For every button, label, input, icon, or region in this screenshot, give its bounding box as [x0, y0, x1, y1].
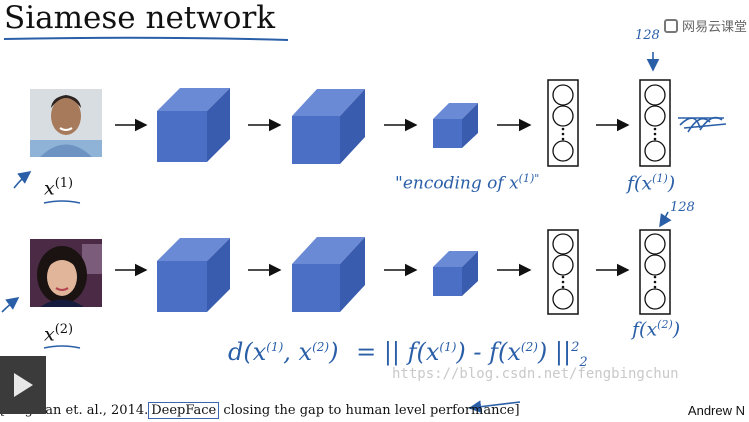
- hand-arrow: [468, 400, 521, 414]
- hand-underline: [43, 200, 81, 204]
- conv-cube-6: [433, 251, 478, 296]
- input-label-1: x(1): [44, 176, 74, 200]
- play-icon: [14, 373, 33, 397]
- play-button[interactable]: [0, 356, 46, 414]
- input-label-2: x(2): [44, 322, 74, 346]
- top-row: [13, 52, 727, 204]
- encoding-annotation: "encoding of x(1)": [395, 172, 540, 194]
- hand-underline: [43, 345, 81, 349]
- blog-url-watermark: https://blog.csdn.net/fengbingchun: [392, 366, 679, 382]
- input-photo-2: [30, 239, 102, 307]
- conv-cube-2: [292, 89, 365, 164]
- distance-formula: d(x(1), x(2)) = || f(x(1)) - f(x(2)) ||2…: [228, 338, 588, 370]
- encoding-layer-2: [639, 229, 671, 315]
- fc-layer-2: [547, 229, 579, 315]
- hand-scribble: [678, 116, 727, 133]
- output-label-2: f(x(2)): [632, 318, 681, 341]
- output-label-1: f(x(1)): [627, 172, 676, 195]
- deepface-highlight: DeepFace: [148, 402, 220, 419]
- hand-arrow: [1, 297, 20, 313]
- netease-logo-icon: [663, 18, 678, 33]
- conv-cube-3: [433, 103, 478, 148]
- watermark-text: 网易云课堂: [681, 20, 747, 35]
- dim-annotation-1: 128: [635, 28, 660, 43]
- conv-cube-5: [292, 237, 365, 312]
- dim-annotation-2: 128: [670, 200, 695, 215]
- fc-layer-1: [547, 79, 579, 167]
- conv-cube-1: [157, 88, 230, 162]
- author-name: Andrew N: [687, 403, 745, 418]
- encoding-layer-1: [639, 79, 671, 167]
- conv-cube-4: [157, 238, 230, 312]
- bottom-row: [1, 211, 672, 414]
- title-underline: [3, 36, 289, 41]
- hand-arrow: [13, 171, 32, 189]
- citation: [Taigman et. al., 2014.DeepFace closing …: [0, 402, 520, 419]
- watermark: 网易云课堂: [663, 16, 747, 35]
- slide-title: Siamese network: [4, 0, 276, 36]
- input-photo-1: [30, 89, 102, 157]
- hand-arrow: [659, 211, 672, 228]
